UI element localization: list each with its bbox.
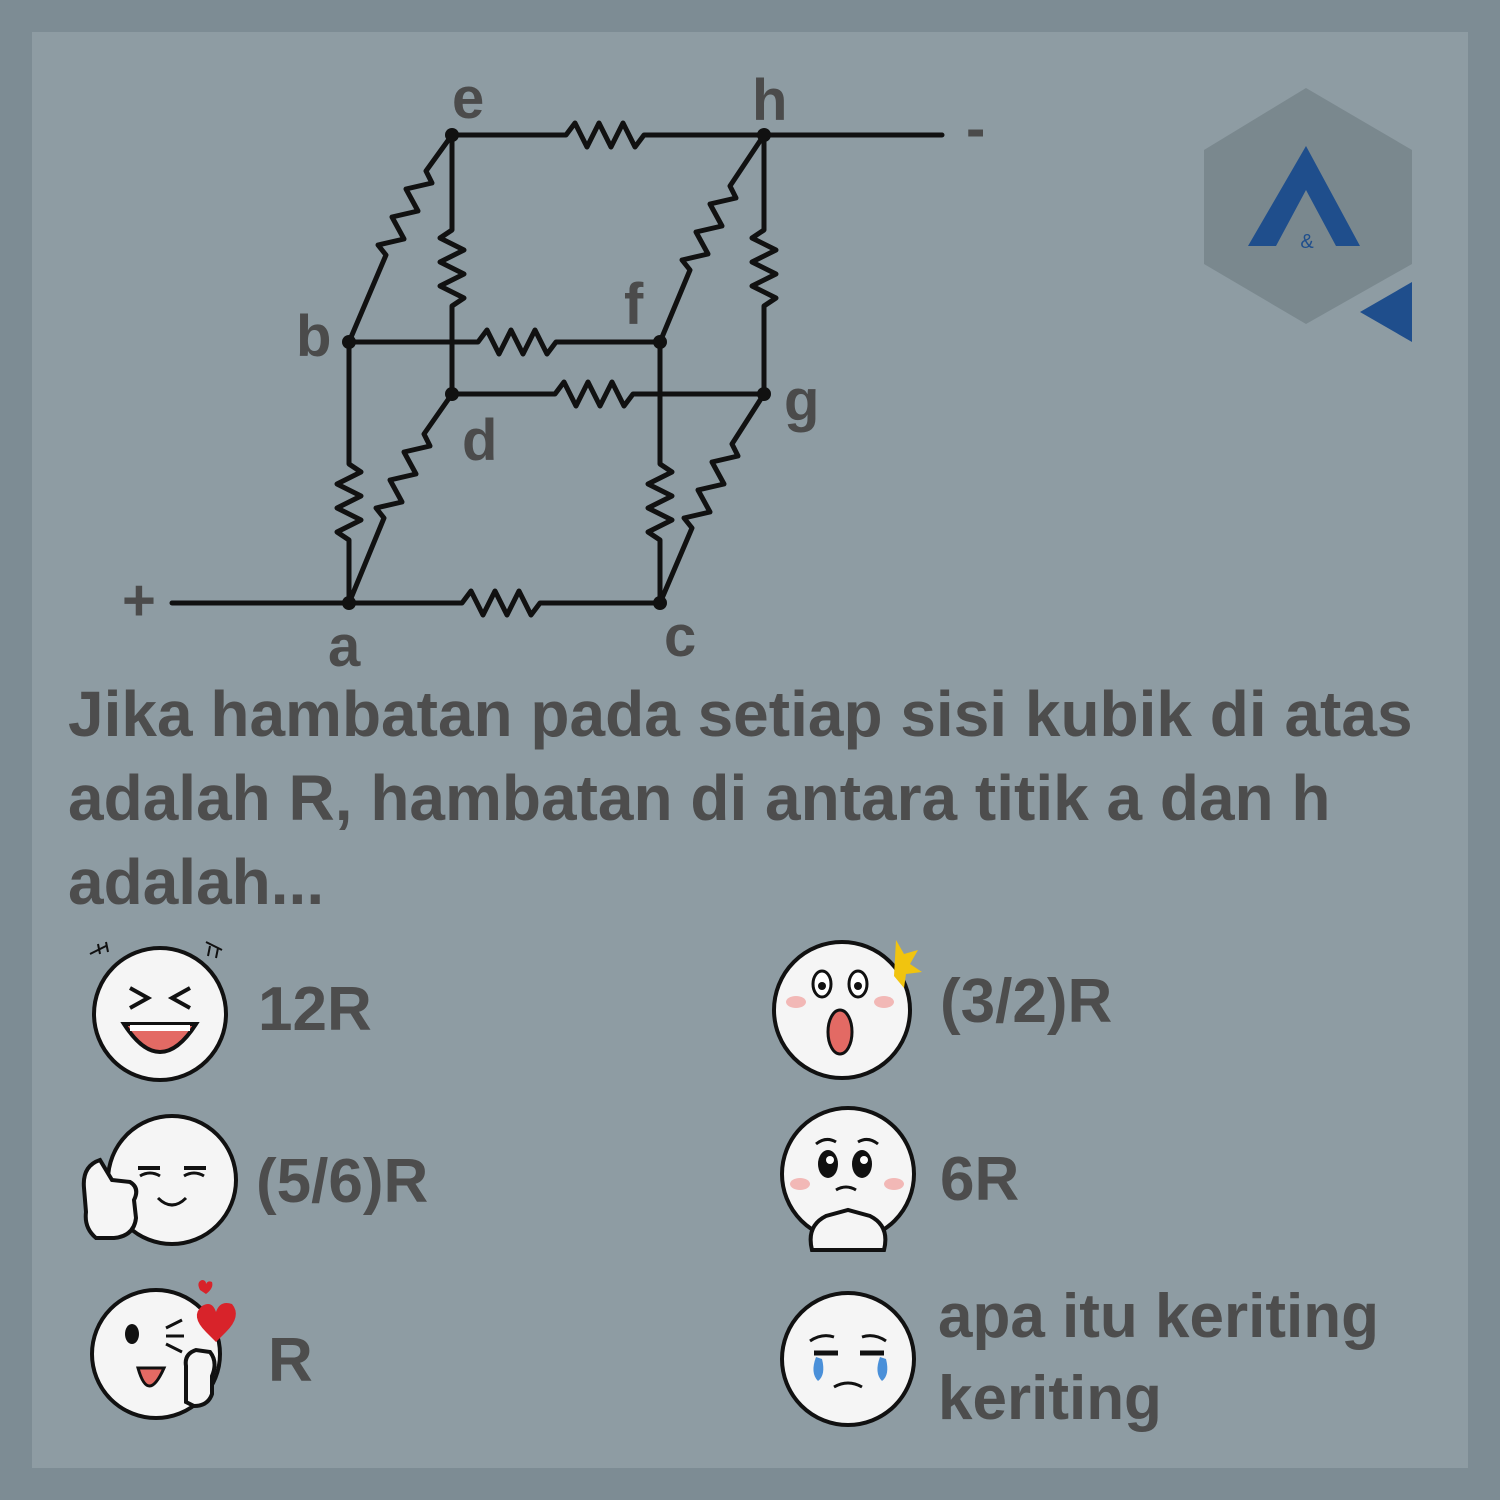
node-label-f: f — [624, 272, 644, 337]
resistor-h-g — [749, 132, 779, 397]
option-label: 12R — [258, 975, 372, 1044]
option-3-2r[interactable]: (3/2)R — [766, 930, 1112, 1090]
resistor-f-h — [657, 132, 767, 345]
resistor-e-d — [437, 132, 467, 397]
node-label-a: a — [328, 614, 361, 679]
node-d-dot — [445, 387, 459, 401]
surprised-face-icon — [772, 940, 922, 1080]
logo-ampersand: & — [1300, 231, 1314, 253]
option-apa-itu-keriting[interactable]: apa itu keriting keriting — [778, 1276, 1458, 1440]
terminal-minus: - — [966, 96, 986, 161]
node-label-g: g — [784, 368, 820, 433]
node-label-b: b — [296, 304, 332, 369]
node-c-dot — [653, 596, 667, 610]
brand-logo: & — [1200, 84, 1420, 349]
question-text: Jika hambatan pada setiap sisi kubik di … — [68, 678, 1413, 918]
resistor-c-g — [657, 391, 767, 606]
resistor-d-g — [449, 379, 767, 409]
crying-face-icon — [780, 1291, 916, 1427]
winking-heart-face-icon — [90, 1280, 236, 1420]
option-label: (3/2)R — [940, 967, 1113, 1036]
resistor-b-f — [346, 327, 663, 357]
option-12r[interactable]: 12R — [80, 930, 372, 1090]
terminal-plus: + — [122, 568, 156, 633]
resistor-e-h — [449, 120, 767, 150]
resistor-a-c — [346, 588, 663, 618]
node-g-dot — [757, 387, 771, 401]
laughing-face-icon — [89, 941, 228, 1082]
option-label: (5/6)R — [256, 1147, 429, 1216]
resistor-a-d — [346, 391, 455, 606]
worried-face-icon — [780, 1106, 916, 1252]
option-5-6r[interactable]: (5/6)R — [78, 1108, 428, 1256]
resistor-b-e — [346, 132, 455, 345]
node-b-dot — [342, 335, 356, 349]
option-r[interactable]: R — [86, 1276, 313, 1426]
option-label: R — [268, 1326, 313, 1395]
node-e-dot — [445, 128, 459, 142]
node-label-h: h — [752, 68, 788, 133]
option-label: apa itu keriting keriting — [938, 1282, 1379, 1433]
thumbs-up-face-icon — [81, 1114, 238, 1246]
node-label-c: c — [664, 604, 697, 669]
node-label-e: e — [452, 66, 485, 131]
option-label: 6R — [940, 1145, 1020, 1214]
resistor-a-b — [334, 339, 364, 606]
node-f-dot — [653, 335, 667, 349]
node-a-dot — [342, 596, 356, 610]
cube-resistor-circuit — [169, 120, 945, 618]
node-h-dot — [757, 128, 771, 142]
node-label-d: d — [462, 408, 498, 473]
option-6r[interactable]: 6R — [776, 1100, 1019, 1260]
resistor-c-f — [645, 339, 675, 606]
